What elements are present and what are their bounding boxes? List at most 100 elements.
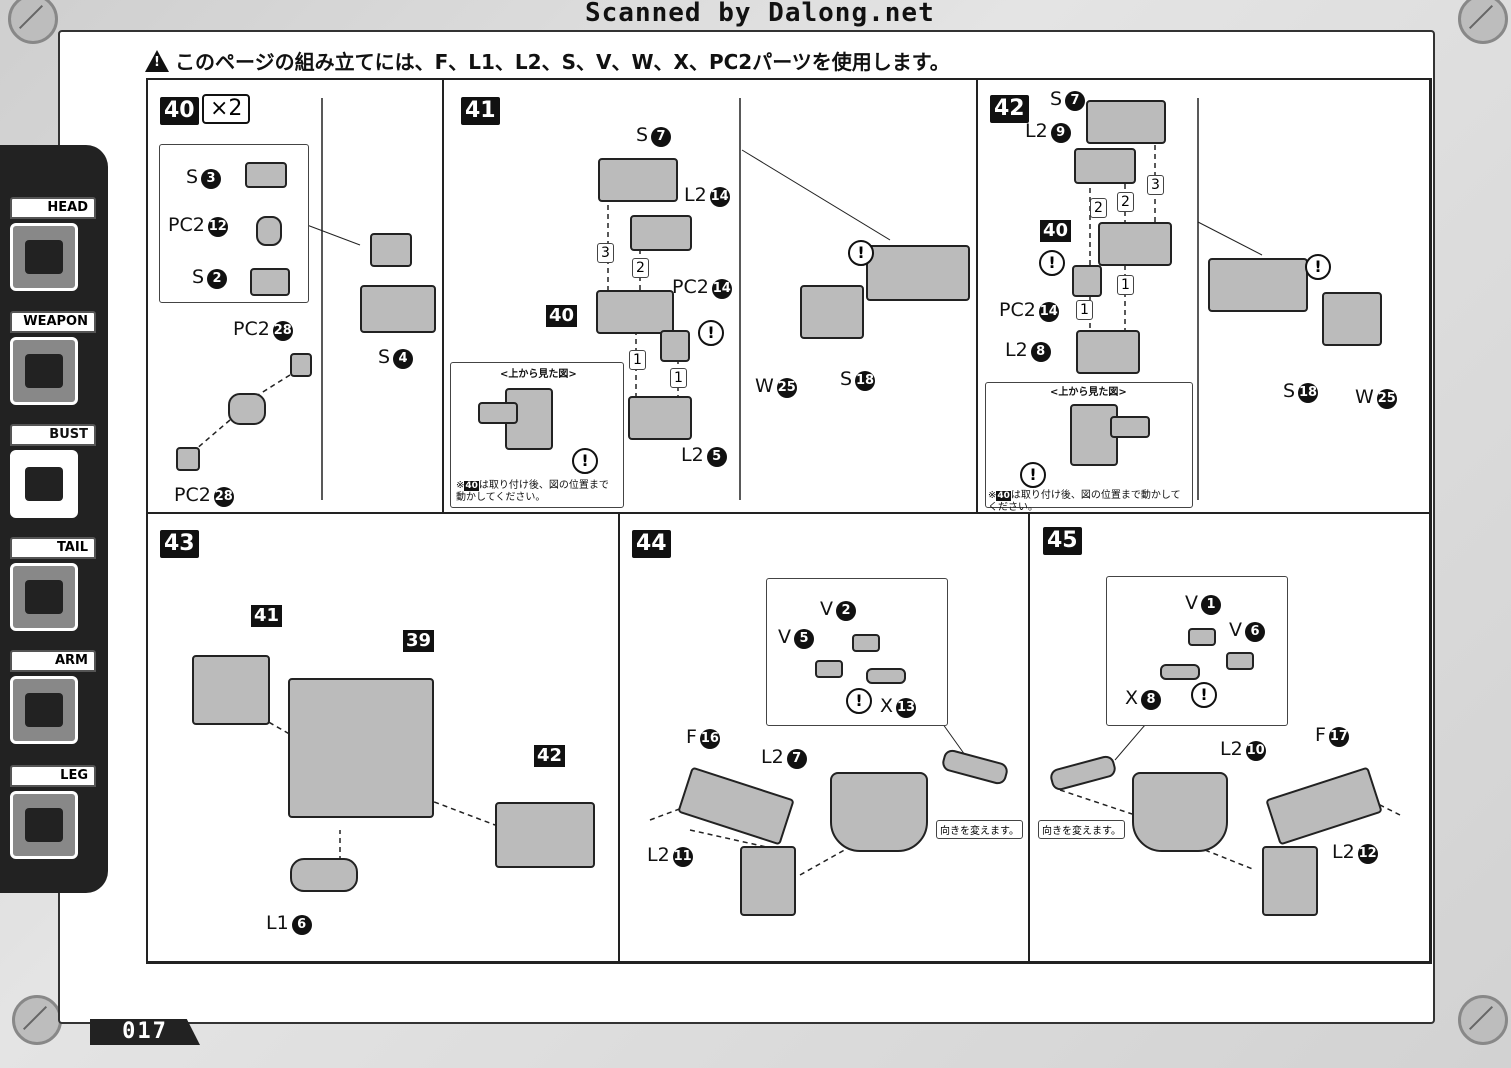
orientation-note: 向きを変えます。 [1038,820,1125,839]
part-drawing [660,330,690,362]
step-number: 45 [1043,527,1082,555]
step-41-cell [442,78,978,514]
part-drawing [495,802,595,868]
step-43-cell [146,512,620,962]
part-drawing [1322,292,1382,346]
part-drawing [370,233,412,267]
assembly-ref: 39 [403,630,435,652]
assembly-ref: 42 [534,745,566,767]
caution-icon: ! [848,240,874,266]
part-drawing [628,396,692,440]
part-drawing [256,216,282,246]
sequence-number: 2 [1090,198,1107,218]
part-drawing [740,846,796,916]
part-drawing [1110,416,1150,438]
caution-icon: ! [1191,682,1217,708]
caution-icon: ! [846,688,872,714]
caution-icon: ! [1020,462,1046,488]
part-drawing [245,162,287,188]
assembly-ref: 40 [1040,220,1072,242]
part-drawing [815,660,843,678]
part-drawing [1072,265,1102,297]
tab-bust[interactable]: BUST [10,424,96,518]
view-title: <上から見た図> [500,369,577,380]
part-drawing [1076,330,1140,374]
tab-head[interactable]: HEAD [10,197,96,291]
part-drawing [830,772,928,852]
part-drawing [290,353,312,377]
sequence-number: 1 [1117,275,1134,295]
part-drawing [1188,628,1216,646]
tab-leg[interactable]: LEG [10,765,96,859]
sequence-number: 3 [1147,175,1164,195]
part-drawing [478,402,518,424]
tab-label: LEG [10,765,96,787]
part-drawing [176,447,200,471]
part-drawing [866,245,970,301]
tab-label: TAIL [10,537,96,559]
parts-warning: このページの組み立てには、F、L1、L2、S、V、W、X、PC2パーツを使用しま… [145,46,950,75]
tab-label: ARM [10,650,96,672]
assembly-ref: 41 [251,605,283,627]
tab-weapon[interactable]: WEAPON [10,311,96,405]
part-drawing [596,290,674,334]
step-number: 40 [160,97,199,125]
corner-bolt-icon [8,0,58,44]
part-drawing [852,634,880,652]
part-drawing [800,285,864,339]
part-drawing [630,215,692,251]
step-number: 42 [990,95,1029,123]
part-drawing [250,268,290,296]
sequence-number: 2 [632,258,649,278]
part-drawing [866,668,906,684]
corner-bolt-icon [12,995,62,1045]
part-drawing [290,858,358,892]
arm-icon [10,676,78,744]
step-42-cell [976,78,1430,514]
head-icon [10,223,78,291]
part-drawing [288,678,434,818]
step-number: 44 [632,530,671,558]
corner-bolt-icon [1458,0,1508,44]
view-title: <上から見た図> [1050,387,1127,398]
caution-icon: ! [1305,254,1331,280]
tab-tail[interactable]: TAIL [10,537,96,631]
tab-arm[interactable]: ARM [10,650,96,744]
part-drawing [1074,148,1136,184]
rotation-note: ※40は取り付け後、図の位置まで動かしてください。 [456,480,609,503]
corner-bolt-icon [1458,995,1508,1045]
page-number: 017 [90,1019,200,1045]
sequence-number: 1 [1076,300,1093,320]
sequence-number: 1 [670,368,687,388]
assembly-ref: 40 [546,305,578,327]
part-drawing [192,655,270,725]
part-drawing [1132,772,1228,852]
part-drawing [1208,258,1308,312]
caution-icon: ! [1039,250,1065,276]
part-drawing [1086,100,1166,144]
section-tabs: HEAD WEAPON BUST TAIL ARM LEG [0,145,108,893]
warning-text: このページの組み立てには、F、L1、L2、S、V、W、X、PC2パーツを使用しま… [175,50,950,74]
sequence-number: 2 [1117,192,1134,212]
